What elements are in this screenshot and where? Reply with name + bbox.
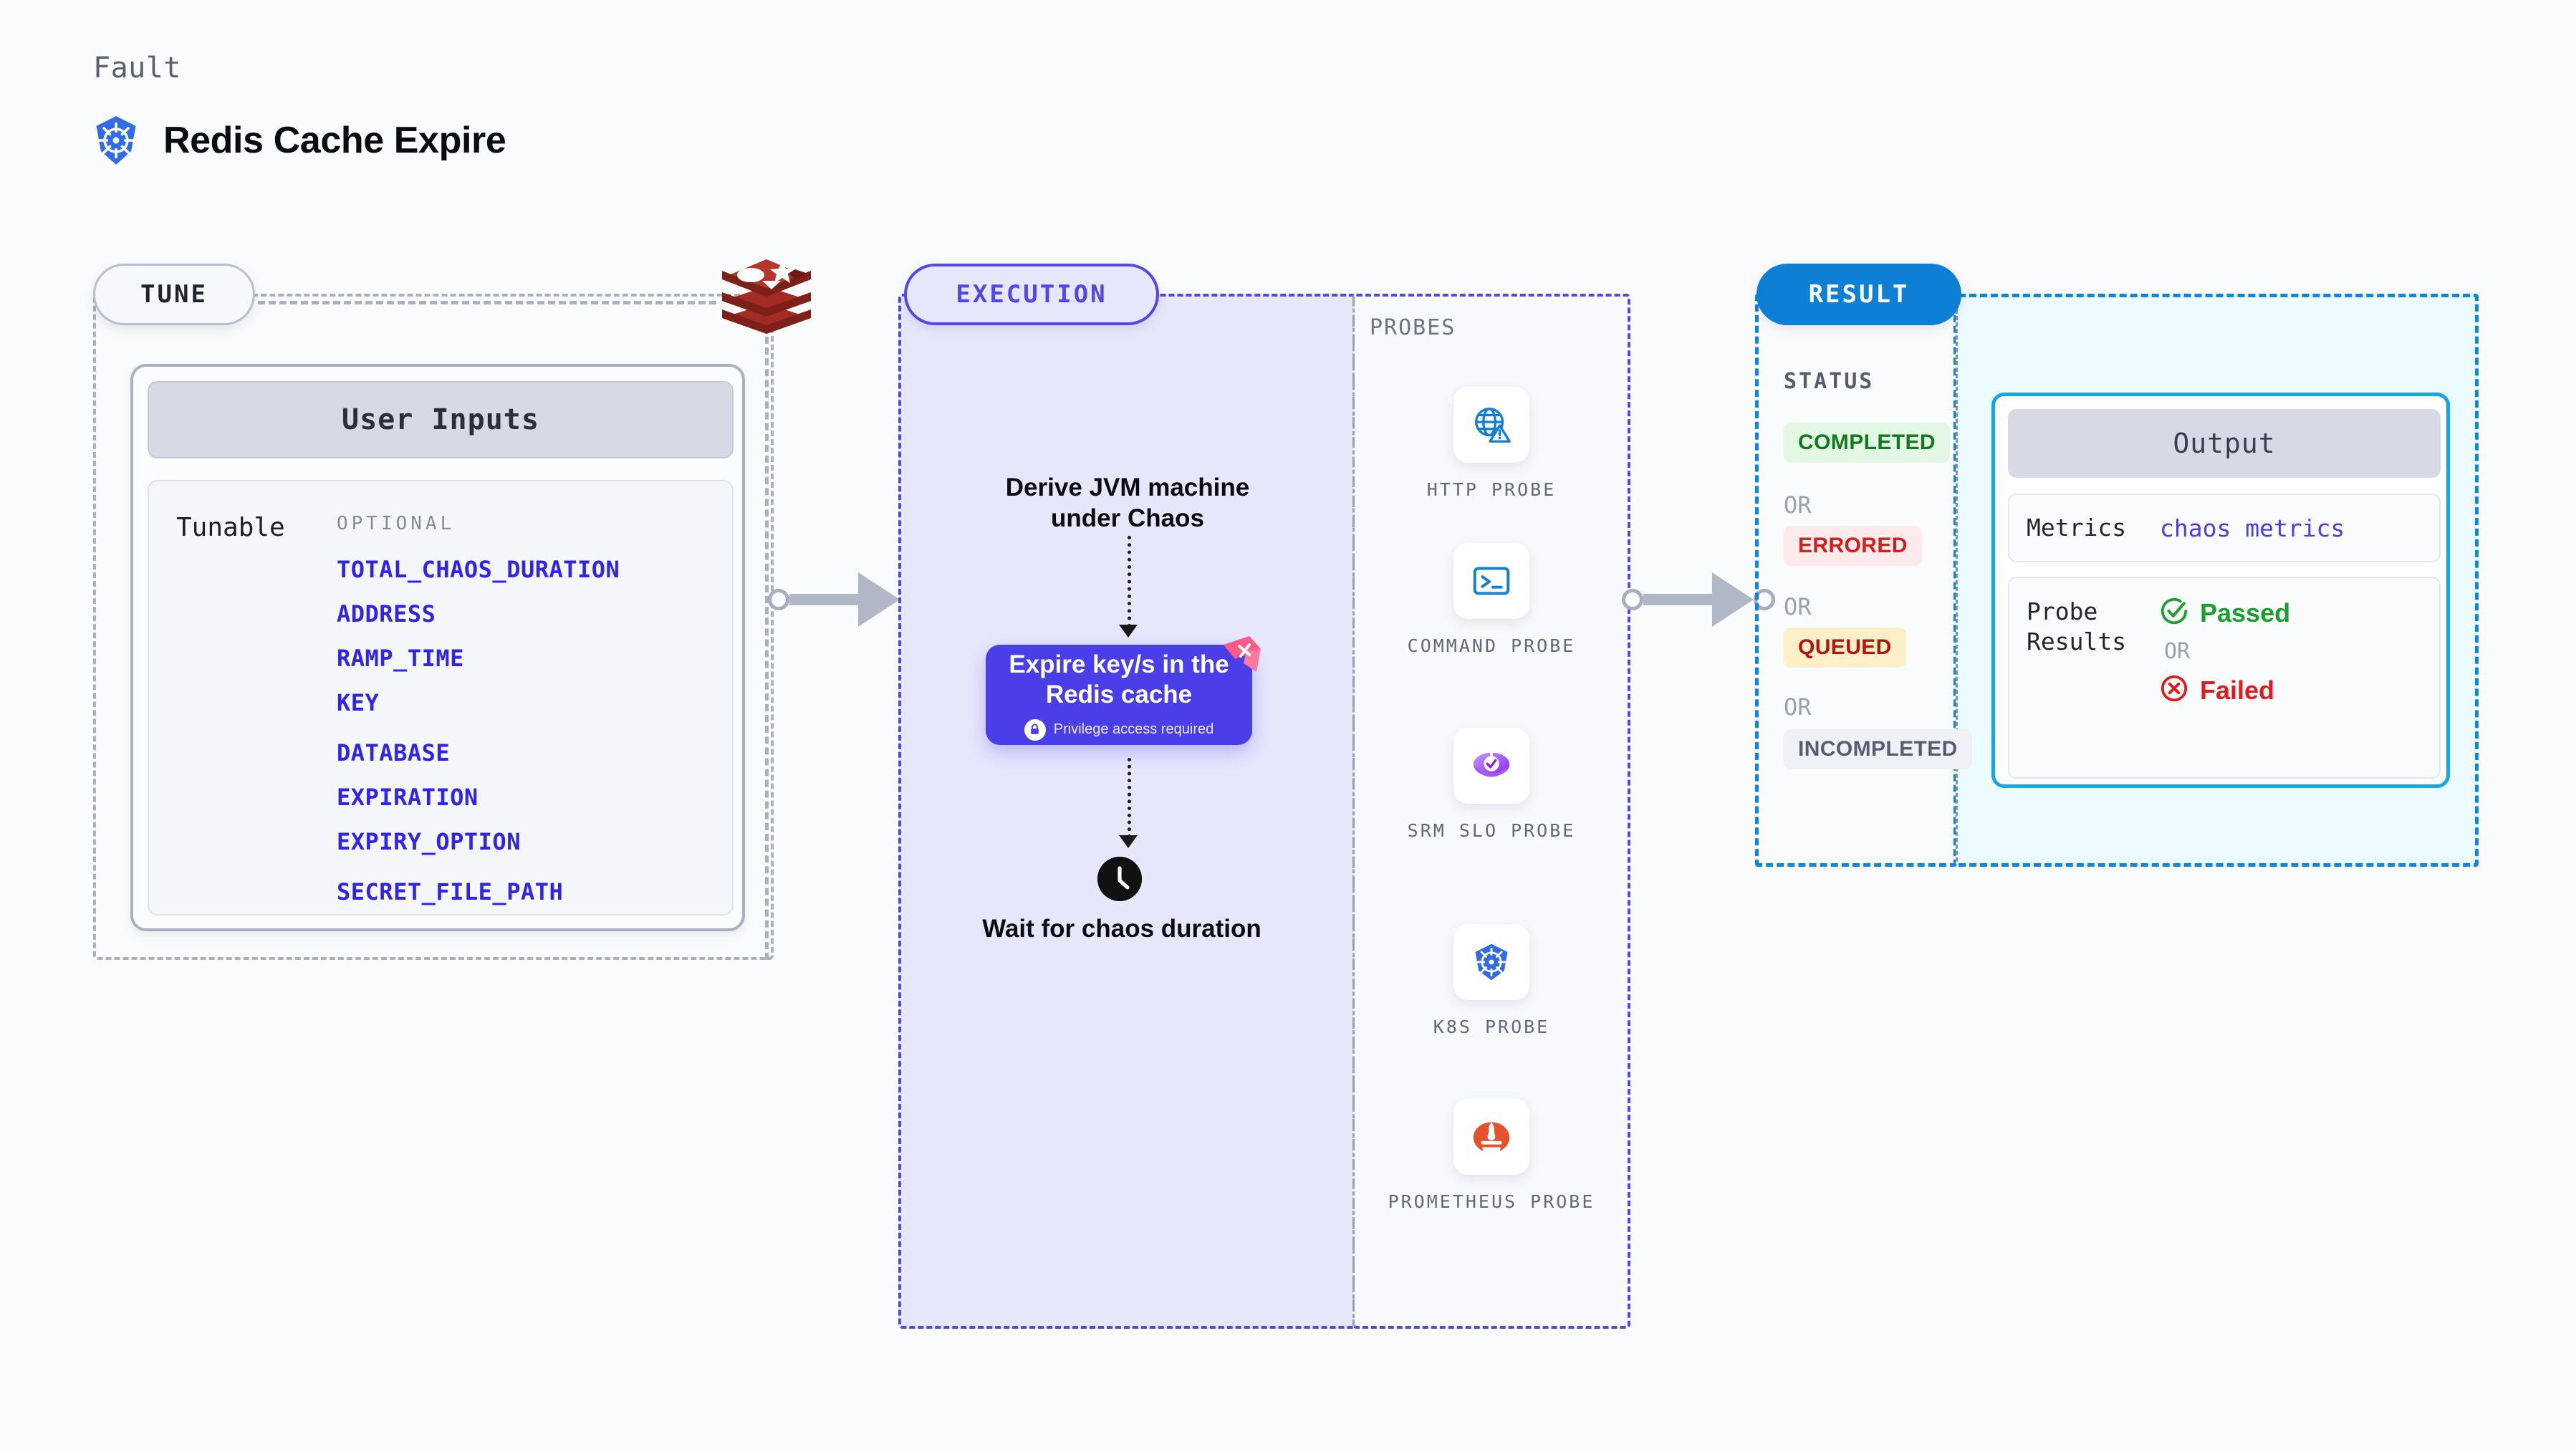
probe-k8s[interactable]: K8S PROBE <box>1384 924 1599 1039</box>
flow-arrowhead <box>1119 625 1138 638</box>
probe-result-failed: Failed <box>2160 674 2290 706</box>
probe-label: PROMETHEUS PROBE <box>1388 1191 1595 1212</box>
tune-badge[interactable]: TUNE <box>93 264 255 325</box>
fault-eyebrow: Fault <box>93 52 181 85</box>
probe-srm-slo[interactable]: SRM SLO PROBE <box>1384 728 1599 843</box>
probe-http[interactable]: HTTP PROBE <box>1384 387 1599 502</box>
execution-badge[interactable]: EXECUTION <box>904 264 1159 325</box>
tunable-body: Tunable OPTIONAL TOTAL_CHAOS_DURATION AD… <box>148 480 734 915</box>
probe-prometheus[interactable]: PROMETHEUS PROBE <box>1384 1099 1599 1214</box>
optional-heading: OPTIONAL <box>337 513 456 534</box>
kubernetes-icon <box>1453 924 1529 1000</box>
probe-label: COMMAND PROBE <box>1407 635 1576 656</box>
probe-label: HTTP PROBE <box>1426 479 1557 500</box>
output-probe-results-row: Probe Results Passed OR <box>2008 577 2441 779</box>
execution-to-result-arrow <box>1622 572 1775 627</box>
probe-result-values: Passed OR Failed <box>2160 597 2290 706</box>
connector-knob-start <box>1622 589 1643 610</box>
tunable-item[interactable]: KEY <box>337 689 380 716</box>
tune-region <box>93 294 774 960</box>
flow-connector-dotted <box>1128 758 1131 838</box>
probe-label: SRM SLO PROBE <box>1407 820 1576 841</box>
x-circle-icon <box>2160 674 2188 706</box>
output-metrics-value[interactable]: chaos metrics <box>2160 514 2345 542</box>
tunable-item[interactable]: EXPIRATION <box>337 784 479 811</box>
slo-gauge-icon <box>1453 728 1529 804</box>
status-or: OR <box>1784 491 1812 519</box>
output-probe-key: Probe Results <box>2027 597 2127 656</box>
probes-title: PROBES <box>1370 315 1456 340</box>
tunable-item[interactable]: DATABASE <box>337 739 451 766</box>
redis-logo <box>716 249 817 342</box>
redis-source-dash <box>765 337 769 960</box>
prometheus-icon <box>1453 1099 1529 1175</box>
output-card: Output Metrics chaos metrics Probe Resul… <box>1991 393 2450 788</box>
tunable-item[interactable]: ADDRESS <box>337 600 436 628</box>
output-title: Output <box>2008 409 2441 478</box>
connector-knob-start <box>768 589 789 610</box>
lock-icon <box>1024 718 1046 741</box>
status-badge-completed: COMPLETED <box>1784 423 1950 463</box>
harness-flag-icon <box>1221 635 1264 678</box>
tunable-label: Tunable <box>176 513 285 542</box>
status-or: OR <box>1784 593 1812 620</box>
result-badge[interactable]: RESULT <box>1756 264 1961 325</box>
flow-arrowhead <box>1119 835 1138 848</box>
status-or: OR <box>1784 693 1812 721</box>
connector-shaft <box>789 594 860 605</box>
output-metrics-key: Metrics <box>2027 513 2127 542</box>
tunable-item[interactable]: RAMP_TIME <box>337 645 464 672</box>
probe-result-passed: Passed <box>2160 597 2290 629</box>
page-title-row: Redis Cache Expire <box>92 115 506 166</box>
globe-warning-icon <box>1453 387 1529 463</box>
execution-step-wait: Wait for chaos duration <box>982 915 1261 943</box>
connector-shaft <box>1643 594 1714 605</box>
execution-step-derive: Derive JVM machine under Chaos <box>1005 473 1250 532</box>
flow-connector-dotted <box>1128 536 1131 628</box>
probe-label: K8S PROBE <box>1433 1016 1550 1037</box>
privilege-note: Privilege access required <box>1024 718 1214 741</box>
tunable-item[interactable]: SECRET_FILE_PATH <box>337 878 564 905</box>
probe-result-or: OR <box>2164 639 2191 664</box>
clock-icon <box>1097 857 1142 901</box>
tunable-item[interactable]: EXPIRY_OPTION <box>337 828 521 855</box>
privilege-note-text: Privilege access required <box>1053 721 1214 737</box>
connector-arrowhead <box>1712 572 1754 627</box>
optional-column: OPTIONAL TOTAL_CHAOS_DURATION ADDRESS RA… <box>337 513 620 923</box>
page-title: Redis Cache Expire <box>163 120 506 161</box>
probe-command[interactable]: COMMAND PROBE <box>1384 543 1599 658</box>
connector-arrowhead <box>858 572 900 627</box>
output-metrics-row: Metrics chaos metrics <box>2008 494 2441 562</box>
execution-action-card[interactable]: Expire key/s in the Redis cache Privileg… <box>986 636 1261 745</box>
terminal-icon <box>1453 543 1529 619</box>
status-title: STATUS <box>1784 369 1875 394</box>
status-badge-incompleted: INCOMPLETED <box>1784 729 1972 769</box>
tune-source-dash <box>258 301 716 304</box>
check-circle-icon <box>2160 597 2188 629</box>
tunable-item[interactable]: TOTAL_CHAOS_DURATION <box>337 556 620 583</box>
kubernetes-icon <box>92 115 140 166</box>
user-inputs-card: User Inputs Tunable OPTIONAL TOTAL_CHAOS… <box>130 364 745 931</box>
user-inputs-title: User Inputs <box>148 381 734 458</box>
probe-failed-label: Failed <box>2200 675 2275 705</box>
status-badge-queued: QUEUED <box>1784 628 1906 668</box>
status-badge-errored: ERRORED <box>1784 526 1922 566</box>
execution-action-title: Expire key/s in the Redis cache <box>1009 650 1229 708</box>
probe-passed-label: Passed <box>2200 597 2291 628</box>
